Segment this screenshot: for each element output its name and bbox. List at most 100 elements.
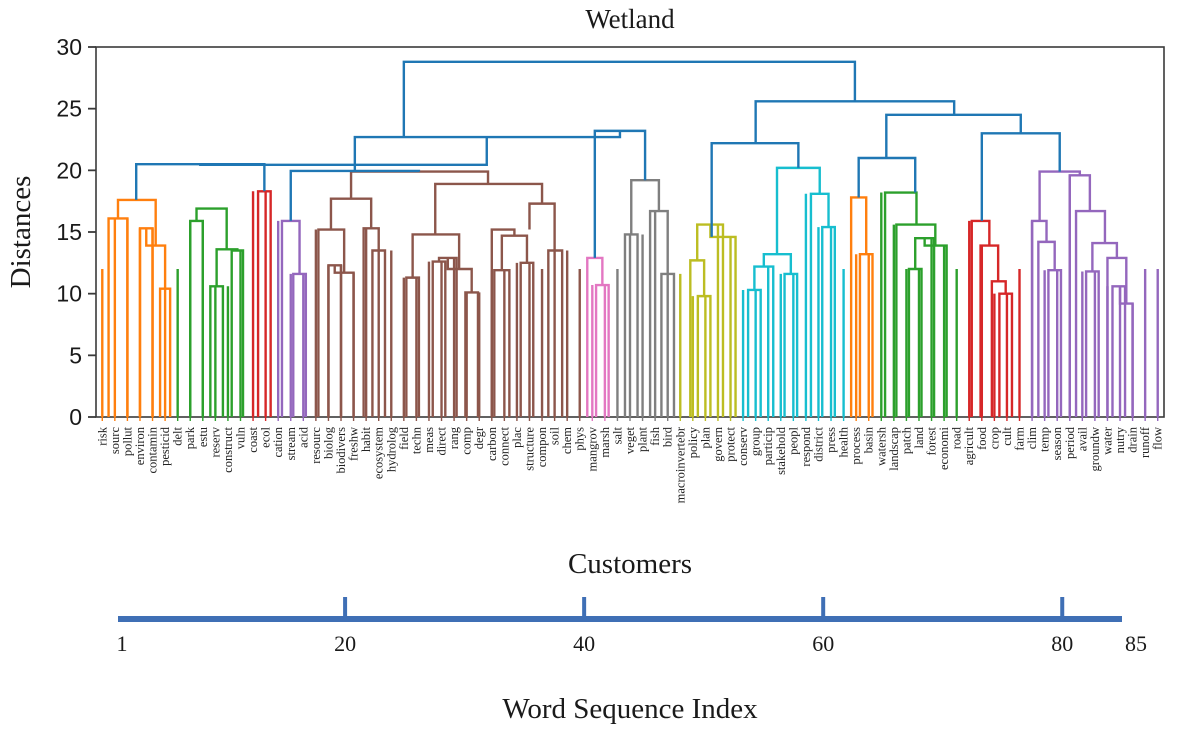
- dendrogram-links: [107, 60, 1134, 417]
- leaf-label: habit: [359, 426, 373, 452]
- leaf-labels: risksourcpollutenvironcontaminpesticidde…: [95, 417, 1165, 503]
- dendrogram-link: [199, 137, 488, 166]
- dendrogram-link: [980, 132, 1061, 221]
- dendrogram-link: [329, 197, 373, 230]
- leaf-label: basin: [862, 426, 876, 453]
- leaf-label: park: [183, 426, 197, 449]
- leaf-label: water: [1100, 426, 1114, 455]
- leaf-label: phys: [573, 427, 587, 451]
- dendrogram-link: [809, 192, 830, 417]
- leaf-label: peopl: [786, 426, 800, 454]
- leaf-label: govern: [711, 426, 725, 461]
- leaf-label: chem: [560, 427, 574, 454]
- leaf-label: season: [1050, 426, 1064, 460]
- leaf-label: direct: [435, 426, 449, 455]
- scale-bar-tick-label: 20: [334, 631, 356, 656]
- leaf-label: biolog: [321, 426, 335, 459]
- leaf-label: road: [950, 426, 964, 449]
- dendrogram-link: [883, 191, 918, 417]
- dendrogram-link: [256, 190, 272, 417]
- leaf-label: techn: [409, 426, 423, 454]
- leaf-label: economi: [937, 426, 951, 470]
- dendrogram-link: [209, 285, 225, 417]
- dendrogram-link: [821, 225, 837, 417]
- dendrogram-link: [431, 260, 447, 417]
- y-tick-label: 25: [56, 96, 82, 122]
- dendrogram-link: [1084, 270, 1100, 417]
- leaf-label: pollut: [120, 426, 134, 456]
- dendrogram-link: [215, 248, 239, 287]
- leaf-label: plant: [636, 426, 650, 452]
- leaf-label: forest: [925, 426, 939, 455]
- dendrogram-link: [775, 166, 821, 255]
- dendrogram-link: [783, 272, 799, 417]
- dendrogram-link: [327, 264, 343, 417]
- scale-bar-end-label: 85: [1125, 631, 1147, 656]
- dendrogram-link: [648, 209, 669, 417]
- y-tick-label: 5: [69, 342, 82, 368]
- leaf-label: connect: [497, 426, 511, 465]
- leaf-label: fish: [648, 426, 662, 446]
- leaf-label: particip: [761, 427, 775, 465]
- inner-x-axis-label: Customers: [568, 548, 692, 580]
- scale-bar-tick-label: 40: [573, 631, 595, 656]
- y-tick-label: 0: [69, 404, 82, 430]
- dendrogram-link: [107, 217, 129, 417]
- dendrogram-link: [402, 60, 857, 138]
- dendrogram-link: [500, 234, 529, 271]
- dendrogram-link: [145, 228, 167, 289]
- leaf-label: crop: [987, 427, 1001, 449]
- leaf-label: watersh: [874, 426, 888, 466]
- leaf-label: delt: [171, 426, 185, 445]
- leaf-label: sourc: [108, 427, 122, 455]
- leaf-label: mangrov: [585, 426, 599, 471]
- dendrogram-link: [689, 259, 706, 417]
- leaf-label: contamin: [146, 426, 160, 473]
- leaf-label: stream: [284, 427, 298, 461]
- leaf-label: biodivers: [334, 427, 348, 474]
- leaf-label: nutry: [1113, 426, 1127, 453]
- dendrogram-link: [116, 198, 157, 246]
- leaf-label: avail: [1075, 426, 1089, 451]
- leaf-label: construct: [221, 426, 235, 472]
- y-tick-label: 20: [56, 157, 82, 183]
- dendrogram-link: [1047, 269, 1063, 417]
- dendrogram-link: [493, 269, 511, 417]
- leaf-label: field: [397, 426, 411, 450]
- dendrogram-link: [710, 142, 800, 237]
- leaf-label: degr: [472, 426, 486, 449]
- dendrogram-link: [586, 256, 604, 417]
- leaf-label: group: [749, 427, 763, 456]
- scale-bar-tick-label: 80: [1051, 631, 1073, 656]
- dendrogram-link: [858, 253, 874, 417]
- leaf-label: coast: [246, 426, 260, 452]
- dendrogram-link: [1038, 170, 1082, 221]
- leaf-label: respond: [799, 426, 813, 466]
- leaf-label: marsh: [598, 426, 612, 457]
- leaf-label: plac: [510, 427, 524, 448]
- dendrogram-link: [333, 265, 355, 417]
- leaf-label: landscap: [887, 427, 901, 471]
- dendrogram-link: [135, 162, 266, 200]
- y-axis-label: Distances: [5, 176, 37, 289]
- leaf-label: freshw: [347, 427, 361, 461]
- scale-bar-start-label: 1: [117, 631, 128, 656]
- dendrogram-link: [1118, 286, 1134, 417]
- scale-bar-tick-label: 60: [812, 631, 834, 656]
- leaf-label: risk: [95, 426, 109, 446]
- dendrogram-link: [923, 238, 948, 417]
- leaf-label: plan: [698, 426, 712, 448]
- dendrogram-link: [970, 219, 991, 417]
- leaf-label: farm: [1013, 427, 1027, 451]
- leaf-label: compon: [535, 426, 549, 467]
- leaf-label: ecosystem: [372, 427, 386, 479]
- leaf-label: clim: [1025, 427, 1039, 449]
- dendrogram-link: [746, 288, 762, 417]
- dendrogram-link: [519, 261, 535, 417]
- leaf-label: policy: [686, 426, 700, 458]
- leaf-label: acid: [296, 426, 310, 448]
- leaf-label: food: [975, 426, 989, 450]
- leaf-label: vuln: [233, 426, 247, 449]
- leaf-label: meas: [422, 427, 436, 453]
